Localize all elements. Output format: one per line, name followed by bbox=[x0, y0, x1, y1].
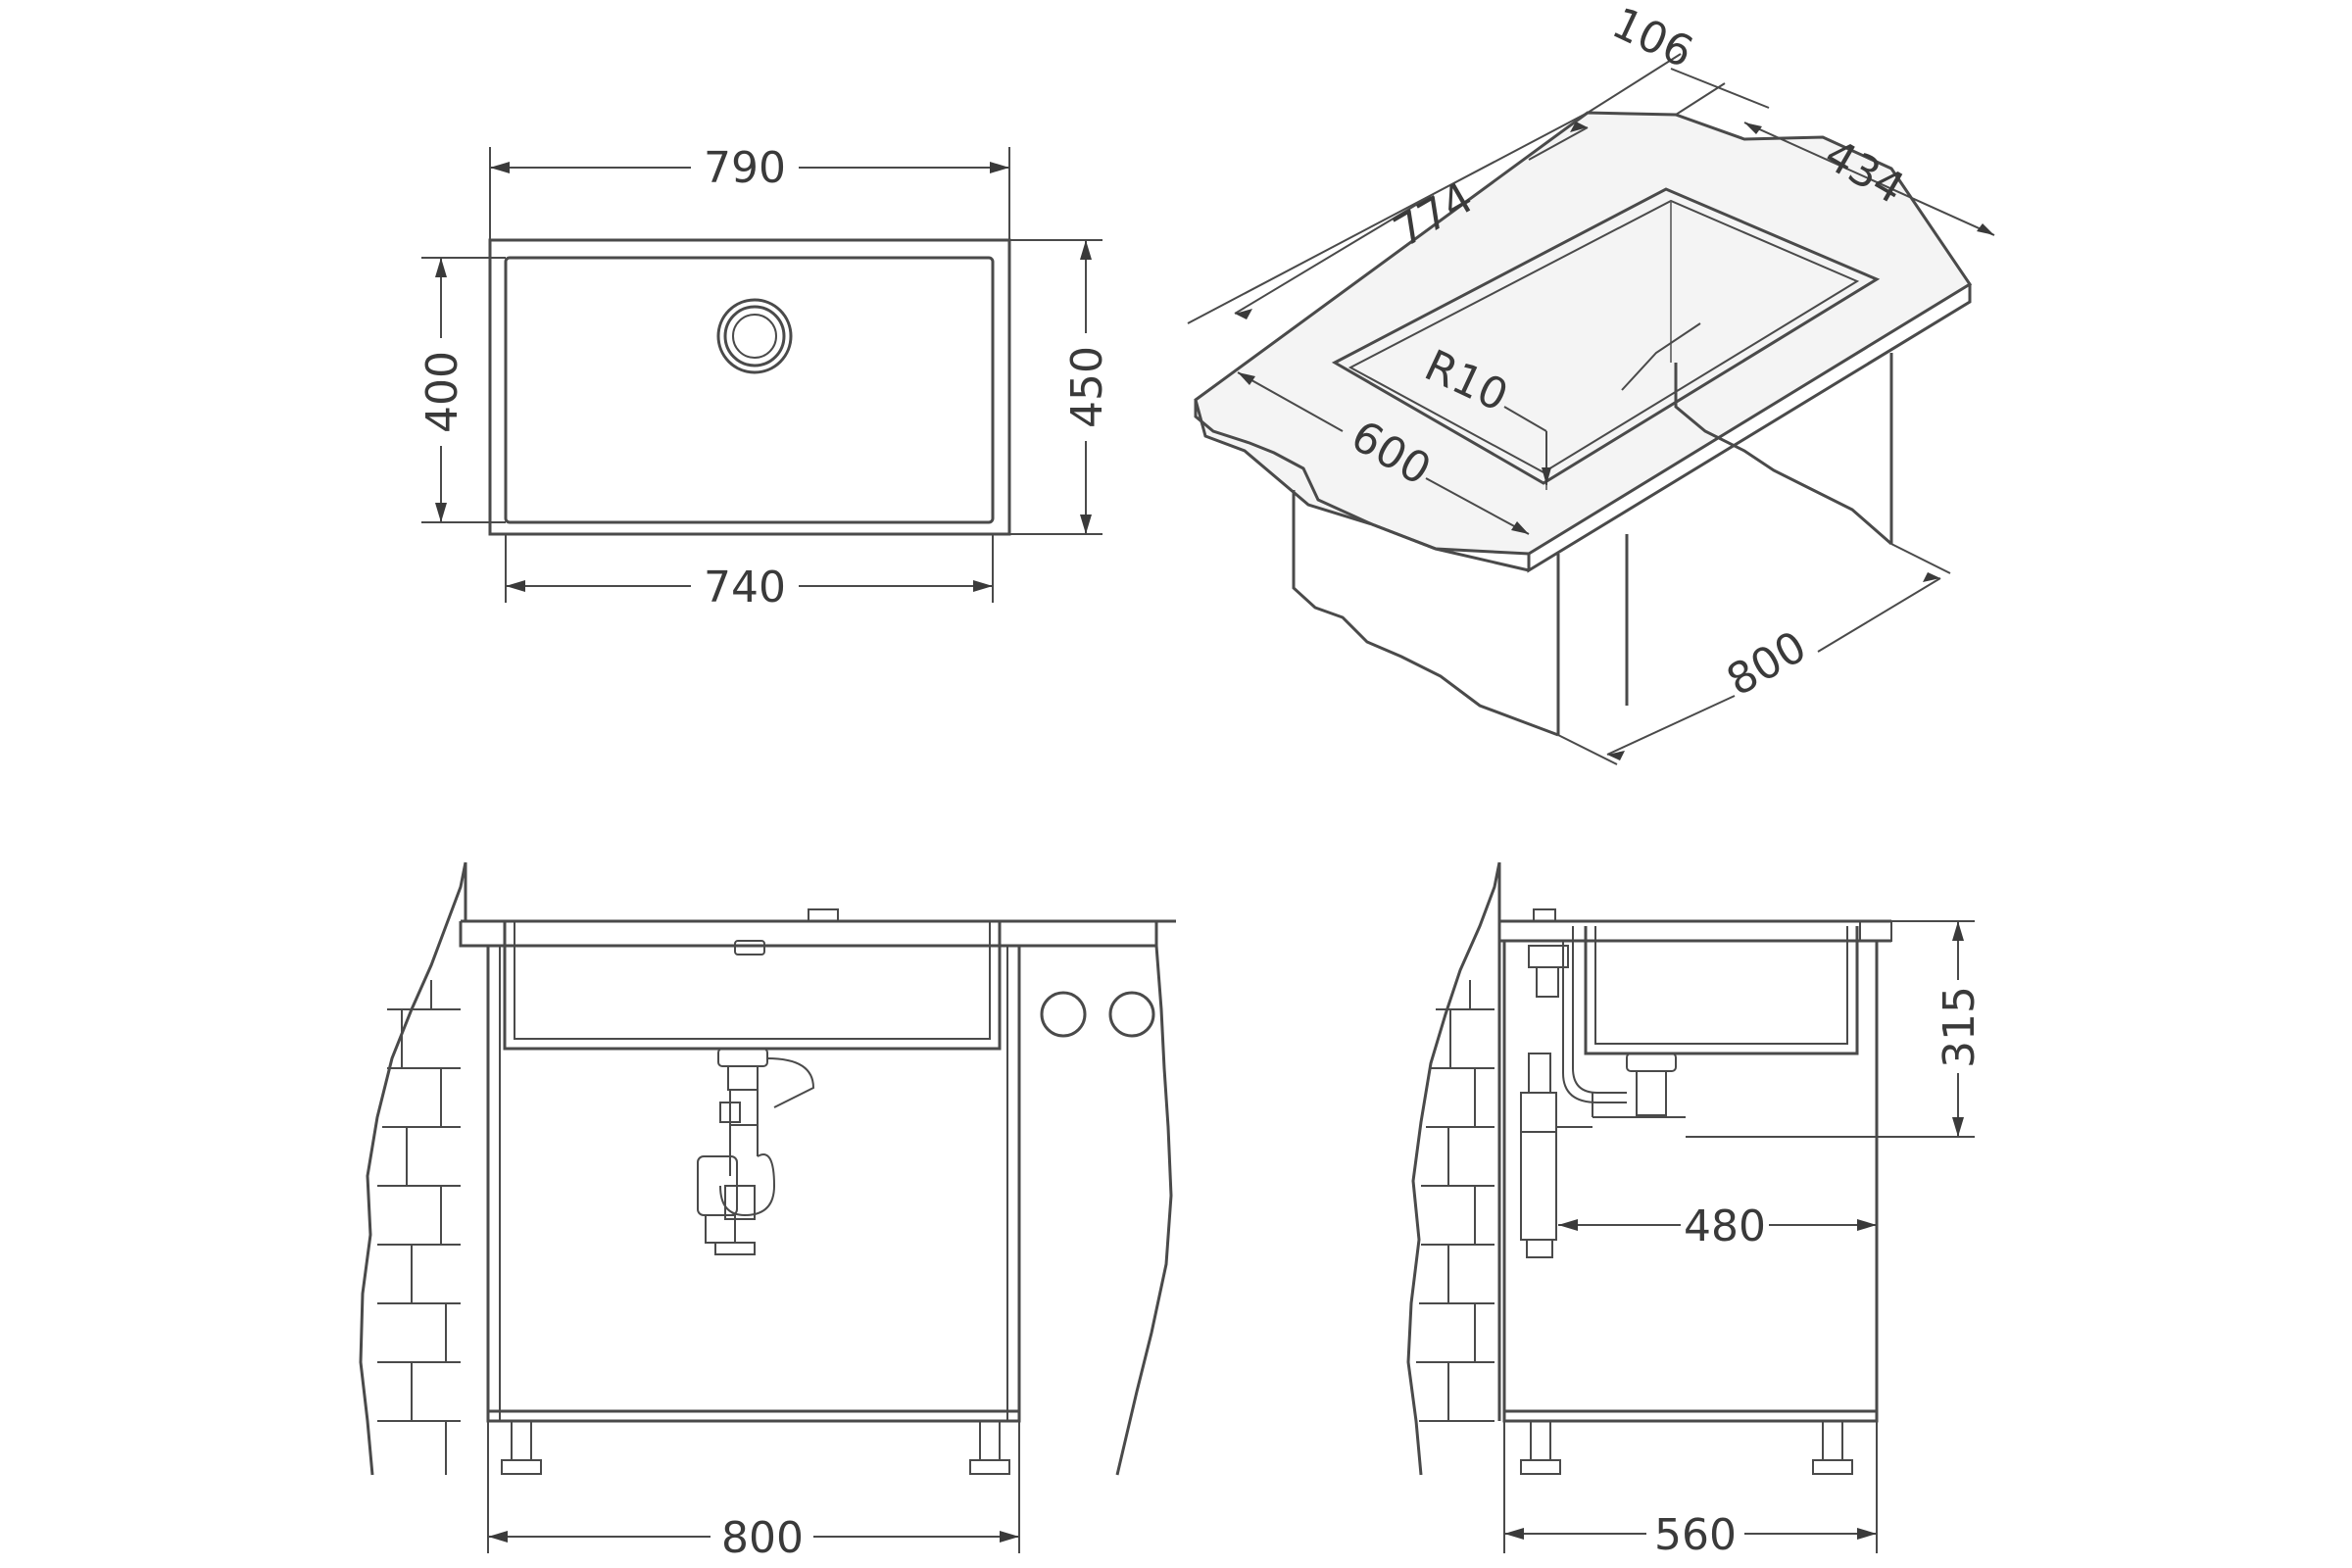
dim-800-iso-label: 800 bbox=[1719, 621, 1815, 706]
dim-560-label: 560 bbox=[1654, 1510, 1737, 1560]
dim-800-front-label: 800 bbox=[721, 1513, 804, 1563]
dim-315-label: 315 bbox=[1935, 986, 1984, 1068]
isometric-view: 774 106 434 R10 600 800 bbox=[1187, 0, 1995, 765]
dim-480-label: 480 bbox=[1684, 1201, 1766, 1251]
dim-400-label: 400 bbox=[417, 351, 467, 433]
drain-icon bbox=[716, 298, 793, 374]
top-view: 790 740 400 450 bbox=[417, 143, 1112, 612]
front-view: 800 bbox=[359, 861, 1176, 1563]
overflow-pipe-icon bbox=[1520, 908, 1686, 1258]
dim-106-label: 106 bbox=[1604, 0, 1700, 78]
dim-790-label: 790 bbox=[704, 143, 786, 193]
drain-trap-icon bbox=[697, 1048, 815, 1255]
side-view: 315 480 560 bbox=[1406, 861, 1984, 1560]
side-brick-wall bbox=[1416, 980, 1494, 1422]
dim-450-label: 450 bbox=[1062, 346, 1112, 428]
dim-740-label: 740 bbox=[704, 563, 786, 612]
brick-wall bbox=[377, 980, 461, 1475]
